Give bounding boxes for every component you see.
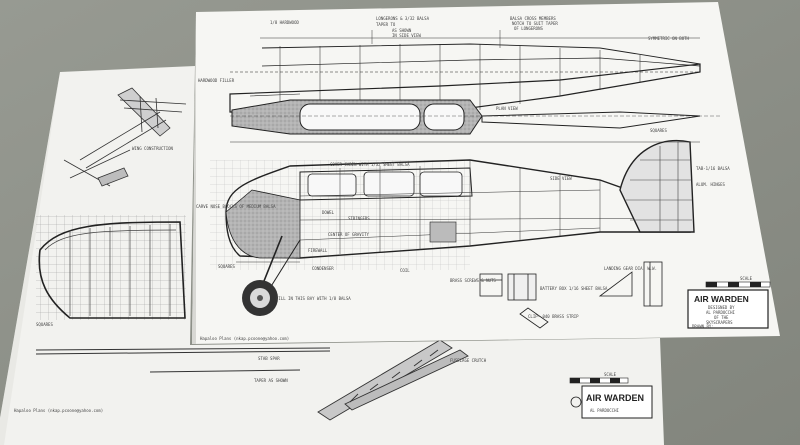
back-footer: Hapaloo Plans (nkap.pcoone@yahoo.com) <box>14 408 103 413</box>
label-squares2: SQUARES <box>650 128 667 133</box>
label-landing-gear: LANDING GEAR DIA. W.W. <box>604 266 657 271</box>
label-stringers: STRINGERS <box>348 216 370 221</box>
label-cover-cabin: COVER CABIN WITH 1/32 SHEET BALSA <box>330 162 410 167</box>
fuselage-crutch-label: FUSELAGE CRUTCH <box>450 358 487 363</box>
back-title-block <box>569 377 653 419</box>
label-center-gravity: CENTER OF GRAVITY <box>328 232 370 237</box>
stab-spar-label: STAB SPAR <box>258 356 280 361</box>
front-title: AIR WARDEN <box>694 294 749 304</box>
wing-construction-label: WING CONSTRUCTION <box>132 146 174 151</box>
back-title: AIR WARDEN <box>586 393 644 403</box>
fuselage-top-view <box>229 43 701 113</box>
front-designed-by: DESIGNED BY <box>708 305 735 310</box>
label-clip-brass: CLIP-.040 BRASS STRIP <box>528 314 579 319</box>
detail-parts <box>479 261 663 329</box>
back-plan-sheet: WING CONSTRUCTION SQUARES STAB SPAR TAPE… <box>0 66 664 445</box>
label-taper: TAPER TO <box>376 22 396 27</box>
front-designer: AL PARDOCCHI <box>706 310 735 315</box>
front-org: SKYSCRAPERS <box>706 320 733 325</box>
front-drawn-by: DRAWN BY: <box>692 324 714 329</box>
back-scale-label: SCALE <box>604 372 617 377</box>
back-wing-outline <box>36 215 186 320</box>
stab-spar-drawing <box>35 347 331 373</box>
label-side: SIDE VIEW <box>550 176 572 181</box>
label-longerons: LONGERONS & 3/32 BALSA <box>376 16 430 21</box>
label-longerons2: OF LONGERONS <box>514 26 543 31</box>
label-carve: CARVE NOSE BLOCKS OF MEDIUM BALSA <box>196 204 276 209</box>
label-side-view: IN SIDE VIEW <box>392 33 421 38</box>
front-plan-sheet: SCALE AIR WARDEN DESIGNED BY AL PARDOCCH… <box>192 2 780 344</box>
tail-rudder <box>619 140 695 233</box>
label-brass-screws: BRASS SCREWS & NUTS <box>450 278 496 283</box>
front-scale-label: SCALE <box>740 276 753 281</box>
label-coil: COIL <box>400 268 410 273</box>
label-tab: TAB-1/16 BALSA <box>696 166 730 171</box>
label-battery-box: BATTERY BOX 1/16 SHEET BALSA <box>540 286 608 291</box>
back-squares-label: SQUARES <box>36 322 53 327</box>
label-as-shown: AS SHOWN <box>392 28 412 33</box>
label-squares: SQUARES <box>218 264 235 269</box>
cabin-plan-view <box>230 99 720 135</box>
label-symmetric: SYMMETRIC ON BOTH <box>648 36 690 41</box>
back-designer: AL PARDOCCHI <box>590 408 619 413</box>
fuselage-crutch-drawing <box>317 339 469 421</box>
label-firewall: FIREWALL <box>308 248 328 253</box>
label-fill-bay: FILL IN THIS BAY WITH 1/8 BALSA <box>276 296 351 301</box>
label-dowel: DOWEL <box>322 210 335 215</box>
label-hardwood-filler: HARDWOOD FILLER <box>198 78 235 83</box>
front-footer: Hapaloo Plans (nkap.pcoone@yahoo.com) <box>200 336 289 341</box>
fuselage-side-view <box>210 159 691 270</box>
label-hardwood: 1/8 HARDWOOD <box>270 20 299 25</box>
label-aluminum: ALUM. HINGES <box>696 182 725 187</box>
label-balsa-cross: BALSA CROSS MEMBERS <box>510 16 556 21</box>
label-plan-view: PLAN VIEW <box>496 106 518 111</box>
dimension-lines <box>230 30 700 263</box>
front-org-line: OF THE <box>714 315 729 320</box>
label-condenser: CONDENSER <box>312 266 334 271</box>
front-title-block <box>687 281 771 329</box>
landing-gear <box>242 235 301 316</box>
wing-construction-drawing <box>63 87 187 187</box>
label-notch: NOTCH TO SUIT TAPER <box>512 21 558 26</box>
taper-shown-label: TAPER AS SHOWN <box>254 378 288 383</box>
